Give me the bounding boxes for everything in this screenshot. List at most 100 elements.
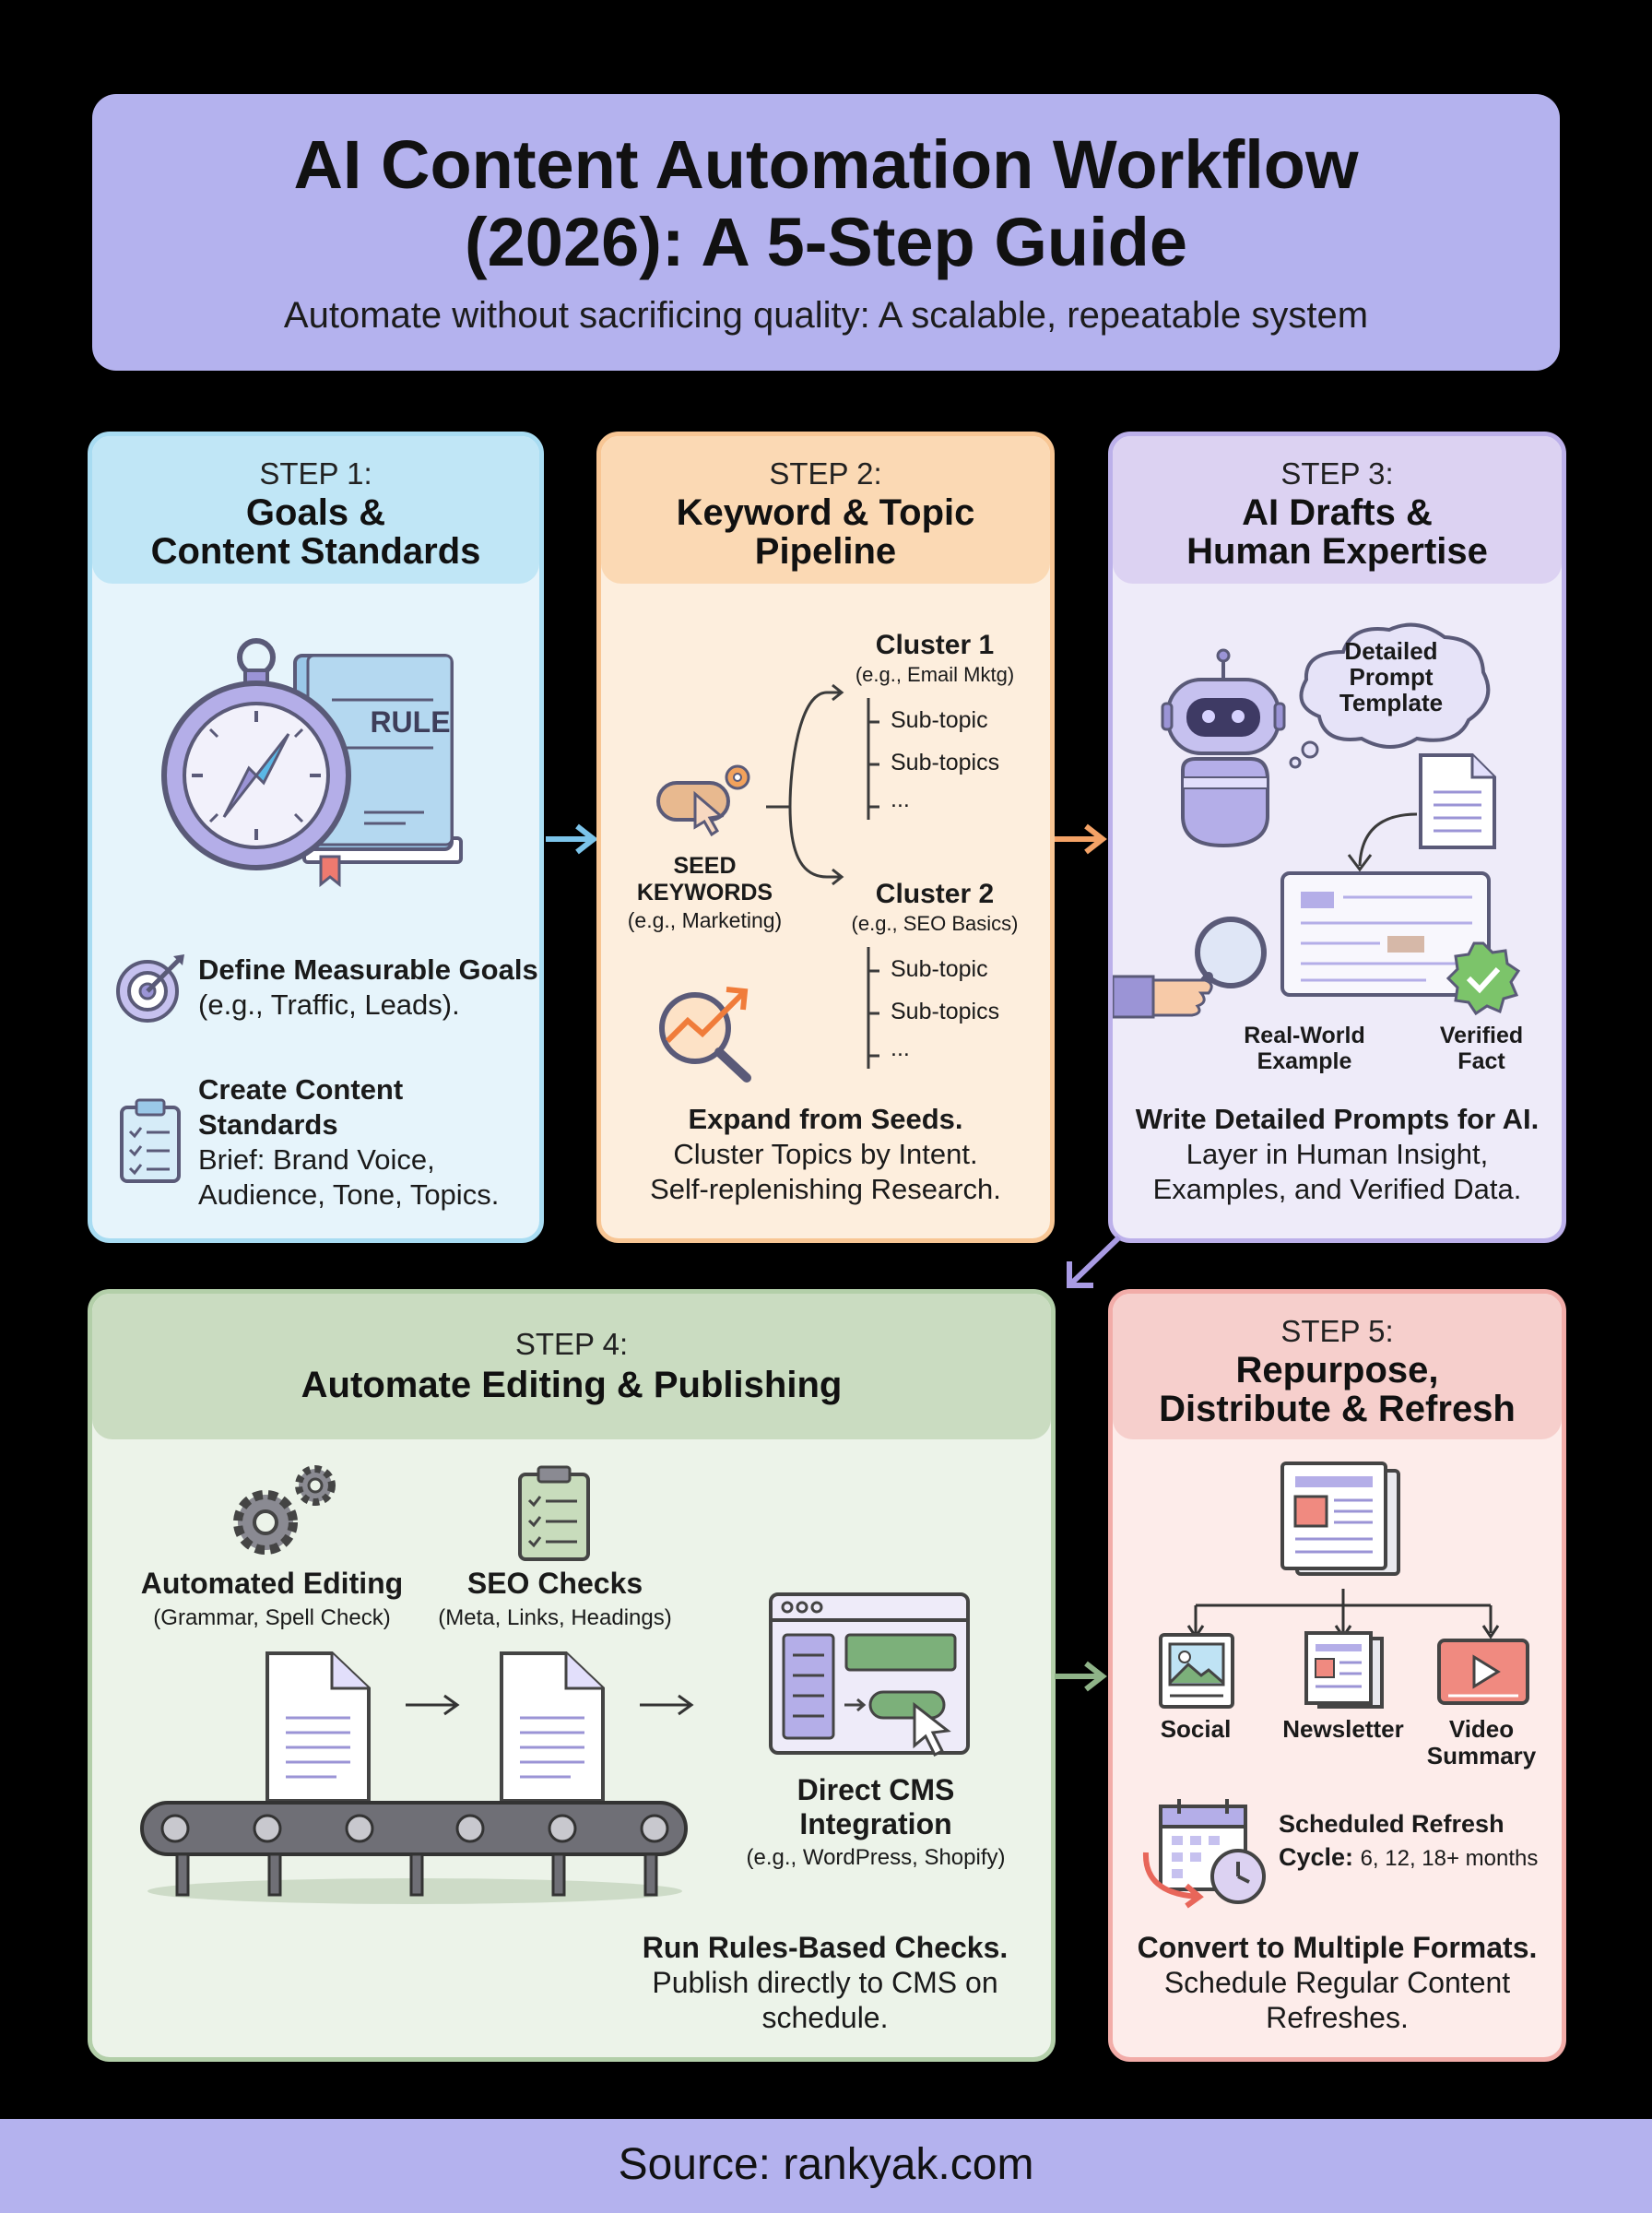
refresh-cycle-value: 6, 12, 18+ months bbox=[1360, 1846, 1539, 1871]
step3-number: STEP 3: bbox=[1280, 456, 1394, 491]
step2-number: STEP 2: bbox=[769, 456, 882, 491]
refresh-cycle-label: Cycle: bbox=[1279, 1843, 1354, 1871]
step3-summary-line3: Examples, and Verified Data. bbox=[1152, 1173, 1522, 1205]
standards-detail-line2: Audience, Tone, Topics. bbox=[198, 1178, 500, 1211]
step1-header bbox=[92, 436, 539, 584]
step5-card: STEP 5: Repurpose, Distribute & Refresh … bbox=[1108, 1289, 1566, 2062]
cluster2-item: Sub-topic bbox=[891, 956, 988, 982]
step2-title-line1: Keyword & Topic bbox=[676, 492, 975, 533]
thought-bubble-icon bbox=[1289, 622, 1491, 769]
standards-detail-line1: Brief: Brand Voice, bbox=[198, 1143, 435, 1176]
target-icon bbox=[116, 954, 184, 1023]
real-world-label-line1: Real-World bbox=[1244, 1023, 1365, 1048]
cluster1-example: (e.g., Email Mktg) bbox=[855, 663, 1015, 686]
bubble-line3: Template bbox=[1339, 689, 1444, 716]
cms-title-line2: Integration bbox=[799, 1807, 952, 1840]
step3-title-line1: AI Drafts & bbox=[1242, 492, 1433, 533]
newsletter-icon bbox=[1304, 1631, 1384, 1709]
document-icon bbox=[1419, 753, 1496, 849]
seed-example: (e.g., Marketing) bbox=[627, 908, 783, 932]
cms-detail: (e.g., WordPress, Shopify) bbox=[746, 1845, 1006, 1870]
arrow-right-icon bbox=[1055, 823, 1107, 855]
step5-title-line1: Repurpose, bbox=[1235, 1350, 1439, 1391]
source-credit: Source: rankyak.com bbox=[618, 2140, 1034, 2189]
step4-number: STEP 4: bbox=[514, 1327, 629, 1361]
cluster1-item: ... bbox=[891, 787, 910, 812]
step3-summary-bold: Write Detailed Prompts for AI. bbox=[1135, 1103, 1540, 1135]
rule-book-label: RULE bbox=[370, 705, 451, 739]
step3-header bbox=[1113, 436, 1562, 584]
cluster2-title: Cluster 2 bbox=[875, 879, 995, 909]
image-icon bbox=[1159, 1633, 1234, 1709]
seed-keyword-click-icon bbox=[656, 764, 750, 837]
newsletter-label: Newsletter bbox=[1282, 1715, 1404, 1743]
seed-label-line1: SEED bbox=[673, 853, 737, 879]
seo-checklist-icon bbox=[518, 1465, 590, 1561]
page-title-line1: AI Content Automation Workflow bbox=[293, 126, 1359, 203]
cms-browser-window-icon bbox=[769, 1592, 970, 1757]
title-banner: AI Content Automation Workflow (2026): A… bbox=[92, 94, 1560, 371]
cms-title-line1: Direct CMS bbox=[796, 1773, 955, 1806]
clipboard-checklist-icon bbox=[120, 1098, 181, 1183]
refresh-cycle: Cycle: 6, 12, 18+ months bbox=[1279, 1840, 1538, 1876]
cluster1-tree-line bbox=[867, 698, 879, 820]
standards-title-line2: Standards bbox=[198, 1108, 338, 1141]
verified-fact-label-line1: Verified bbox=[1439, 1023, 1524, 1048]
standards-title-line1: Create Content bbox=[198, 1073, 404, 1106]
step1-number: STEP 1: bbox=[259, 456, 372, 491]
cluster1-item: Sub-topics bbox=[891, 750, 1000, 775]
stopwatch-icon bbox=[161, 638, 351, 870]
cluster2-example: (e.g., SEO Basics) bbox=[851, 912, 1019, 935]
step5-title-line2: Distribute & Refresh bbox=[1159, 1389, 1516, 1429]
magnifier-trend-icon bbox=[659, 987, 751, 1083]
cluster2-item: Sub-topics bbox=[891, 999, 1000, 1024]
cluster1-item: Sub-topic bbox=[891, 707, 988, 733]
video-label-line1: Video bbox=[1448, 1715, 1515, 1743]
real-world-label-line2: Example bbox=[1257, 1048, 1352, 1074]
seed-label-line2: KEYWORDS bbox=[636, 880, 773, 905]
step4-summary-bold: Run Rules-Based Checks. bbox=[642, 1931, 1009, 1964]
step3-summary-line2: Layer in Human Insight, bbox=[1186, 1138, 1489, 1170]
page-title-line2: (2026): A 5-Step Guide bbox=[464, 204, 1187, 280]
page-subtitle: Automate without sacrificing quality: A … bbox=[283, 295, 1369, 336]
footer-bar: Source: rankyak.com bbox=[0, 2119, 1652, 2213]
step1-title-line2: Content Standards bbox=[150, 531, 481, 572]
step2-summary-line2: Cluster Topics by Intent. bbox=[673, 1138, 978, 1170]
bubble-line1: Detailed bbox=[1344, 637, 1438, 665]
step3-title-line2: Human Expertise bbox=[1186, 531, 1488, 572]
cluster2-item: ... bbox=[891, 1035, 910, 1061]
step5-number: STEP 5: bbox=[1280, 1314, 1394, 1348]
automated-editing-detail: (Grammar, Spell Check) bbox=[153, 1605, 391, 1630]
magnifier-hand-icon bbox=[1113, 917, 1267, 1019]
step1-card: STEP 1: Goals & Content Standards RULE bbox=[88, 432, 544, 1243]
robot-icon bbox=[1161, 648, 1286, 848]
automated-editing-title: Automated Editing bbox=[140, 1567, 404, 1600]
arrow-right-icon bbox=[1055, 1661, 1107, 1692]
newspaper-icon bbox=[1280, 1462, 1400, 1576]
verified-fact-label-line2: Fact bbox=[1457, 1048, 1505, 1074]
step3-card: STEP 3: AI Drafts & Human Expertise Deta… bbox=[1108, 432, 1566, 1243]
article-preview-icon bbox=[1280, 871, 1491, 997]
video-label-line2: Summary bbox=[1426, 1742, 1537, 1769]
step2-header bbox=[601, 436, 1050, 584]
seo-checks-detail: (Meta, Links, Headings) bbox=[438, 1605, 672, 1630]
step5-summary-line3: Refreshes. bbox=[1266, 2001, 1409, 2034]
step4-summary-line3: schedule. bbox=[761, 2001, 889, 2034]
video-play-icon bbox=[1437, 1639, 1529, 1705]
calendar-refresh-icon bbox=[1142, 1799, 1266, 1909]
arrow-down-left-icon bbox=[1067, 1235, 1122, 1288]
step5-summary-line2: Schedule Regular Content bbox=[1163, 1966, 1511, 1999]
seo-checks-title: SEO Checks bbox=[466, 1567, 643, 1600]
step1-title-line1: Goals & bbox=[245, 492, 386, 533]
goal-title: Define Measurable Goals bbox=[198, 953, 538, 986]
conveyor-belt-icon bbox=[140, 1651, 694, 1904]
bubble-line2: Prompt bbox=[1349, 663, 1434, 691]
step2-summary-bold: Expand from Seeds. bbox=[688, 1103, 963, 1135]
arrow-right-icon bbox=[546, 823, 598, 855]
verified-check-icon bbox=[1446, 941, 1521, 1016]
step5-header bbox=[1113, 1294, 1562, 1439]
cluster1-title: Cluster 1 bbox=[875, 630, 995, 660]
step5-summary-bold: Convert to Multiple Formats. bbox=[1137, 1931, 1538, 1964]
goal-detail: (e.g., Traffic, Leads). bbox=[198, 988, 460, 1021]
branch-connector bbox=[766, 683, 844, 886]
